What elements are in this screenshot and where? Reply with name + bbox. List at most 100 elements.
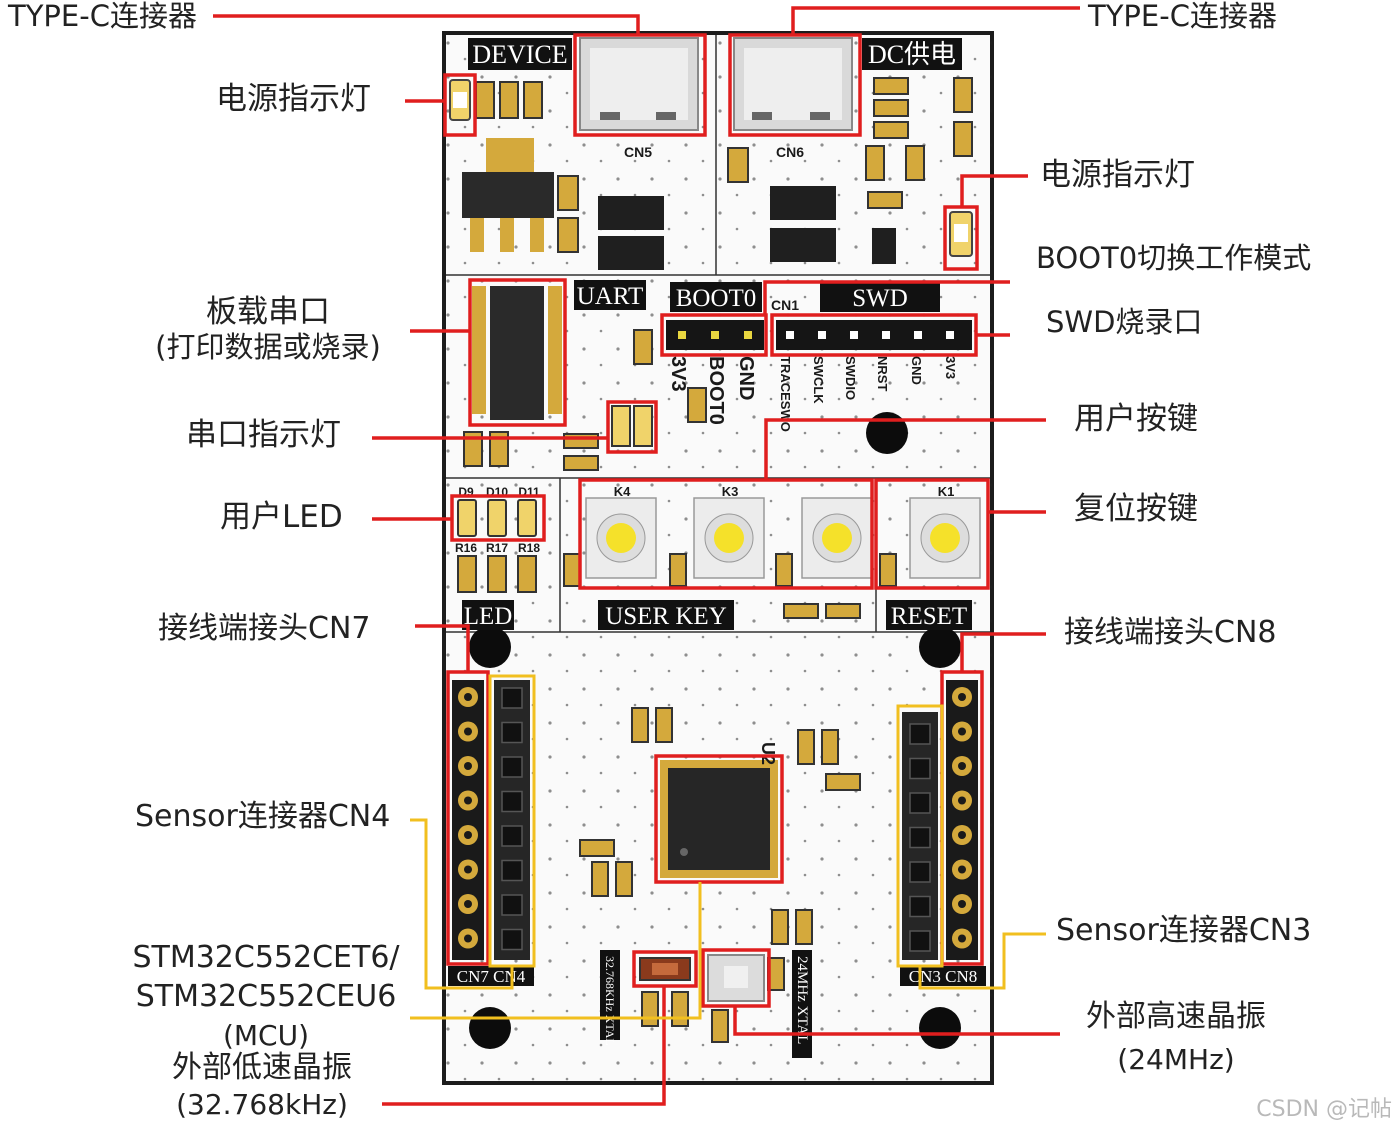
silk-r16: R16	[455, 541, 477, 555]
box-power-led-left	[443, 73, 477, 137]
socket-slot	[501, 687, 523, 709]
label-uart-led: 串口指示灯	[186, 417, 341, 453]
swd-pin-gnd: GND	[909, 356, 924, 385]
silk-cn1: CN1	[771, 297, 799, 313]
box-typec-right	[728, 33, 862, 137]
label-boot0: BOOT0切换工作模式	[1036, 241, 1312, 275]
label-user-key: 用户按键	[1074, 401, 1198, 437]
silk-cn3-cn8: CN3 CN8	[909, 967, 977, 986]
label-typec-right: TYPE-C连接器	[1088, 0, 1277, 33]
swd-pin-3v3: 3V3	[943, 356, 958, 379]
label-onboard-uart-line2: (打印数据或烧录)	[155, 329, 381, 364]
silk-reset: RESET	[891, 603, 967, 630]
boot0-header	[666, 320, 764, 350]
box-user-keys	[578, 478, 874, 590]
silk-boot0: BOOT0	[676, 285, 757, 312]
silk-device: DEVICE	[472, 40, 567, 69]
label-reset-key: 复位按键	[1074, 491, 1198, 527]
swd-pin-traceswo: TRACESWO	[778, 356, 793, 432]
boot-pin-boot0: BOOT0	[705, 356, 727, 425]
socket-slot	[909, 826, 931, 849]
box-uart-led	[606, 400, 658, 454]
boot-pin-gnd: GND	[735, 356, 757, 400]
socket-slot	[909, 861, 931, 883]
boot-pin-3v3: 3V3	[667, 356, 689, 392]
socket-slot	[501, 859, 523, 882]
cn3-socket-strip	[902, 712, 938, 960]
box-typec-left	[573, 33, 707, 137]
label-hse-line1: 外部高速晶振	[1086, 999, 1266, 1034]
label-power-led-left: 电源指示灯	[216, 81, 371, 117]
hse-crystal: 24MHz XTAL	[707, 950, 812, 1058]
user-keys: K4 K3 K1	[563, 484, 981, 619]
silk-swd: SWD	[852, 285, 908, 312]
silk-u2: U2	[758, 742, 778, 765]
label-lse-line1: 外部低速晶振	[172, 1050, 352, 1085]
silk-k4: K4	[614, 484, 631, 499]
cn4-socket-strip	[494, 680, 530, 960]
label-cn3: Sensor连接器CN3	[1056, 913, 1312, 948]
silk-cn7-cn4: CN7 CN4	[457, 967, 526, 986]
label-mcu-line1: STM32C552CET6/	[132, 940, 400, 975]
swd-pin-swdio: SWDIO	[843, 356, 858, 400]
silk-r18: R18	[518, 541, 540, 555]
key-k1: K1	[909, 484, 981, 579]
label-onboard-uart: 板载串口 (打印数据或烧录)	[138, 294, 398, 364]
boot-pin-labels: 3V3 BOOT0 GND	[667, 356, 757, 425]
label-user-led: 用户LED	[220, 499, 343, 535]
label-cn4: Sensor连接器CN4	[135, 799, 391, 834]
socket-slot	[501, 756, 523, 778]
swd-pin-nrst: NRST	[875, 356, 890, 391]
socket-slot	[501, 928, 523, 951]
socket-slot	[909, 792, 931, 814]
label-mcu-line3: (MCU)	[222, 1019, 310, 1052]
silkscreen-titles: DEVICE DC供电 UART BOOT0 CN1 SWD LED USER …	[448, 38, 986, 986]
swd-pin-labels: TRACESWO SWCLK SWDIO NRST GND 3V3	[778, 356, 958, 432]
silk-k1: K1	[938, 484, 955, 499]
watermark: CSDN @记帖	[1256, 1097, 1392, 1122]
label-hse-line2: (24MHz)	[1117, 1043, 1235, 1076]
socket-slot	[501, 721, 523, 744]
label-cn7: 接线端接头CN7	[158, 611, 371, 646]
label-cn8: 接线端接头CN8	[1064, 615, 1277, 650]
swd-header	[776, 320, 972, 350]
box-onboard-uart	[468, 278, 567, 427]
socket-slot	[909, 930, 931, 952]
key-k3: K3	[693, 484, 765, 579]
silk-24m-xtal: 24MHz XTAL	[794, 956, 810, 1044]
label-onboard-uart-line1: 板载串口	[206, 294, 330, 330]
label-mcu-line2: STM32C552CEU6	[135, 979, 397, 1014]
box-reset	[874, 478, 990, 590]
box-boot0	[660, 313, 768, 357]
silk-cn6: CN6	[776, 144, 804, 160]
mcu-chip: U2	[660, 742, 778, 878]
socket-slot	[501, 825, 523, 847]
silk-r17: R17	[486, 541, 508, 555]
silk-led: LED	[464, 603, 513, 630]
mcu-passives	[579, 707, 861, 945]
leader-lines-yellow	[410, 818, 1046, 1020]
socket-slot	[909, 723, 931, 745]
label-lse-line2: (32.768kHz)	[176, 1088, 348, 1121]
socket-slot	[501, 894, 523, 916]
cn8-pin-strip	[946, 680, 978, 960]
label-lse: 外部低速晶振 (32.768kHz)	[140, 1048, 384, 1123]
box-mcu	[654, 754, 784, 884]
silk-uart: UART	[577, 283, 644, 310]
label-power-led-right: 电源指示灯	[1040, 157, 1195, 193]
label-hse: 外部高速晶振 (24MHz)	[1060, 994, 1292, 1081]
mount-hole	[469, 1007, 511, 1049]
cn7-pin-strip	[452, 680, 484, 960]
typec-connector-cn5: CN5	[579, 37, 699, 160]
mount-hole	[919, 1007, 961, 1049]
socket-slot	[501, 790, 523, 813]
mount-hole	[469, 626, 511, 668]
silk-cn5: CN5	[624, 144, 652, 160]
typec-connector-cn6: CN6	[733, 37, 853, 160]
silk-user-key: USER KEY	[605, 603, 727, 630]
key-k4: K4	[585, 484, 657, 579]
label-mcu: STM32C552CET6/ STM32C552CEU6	[120, 938, 412, 1016]
socket-slot	[909, 895, 931, 918]
mount-hole	[919, 626, 961, 668]
